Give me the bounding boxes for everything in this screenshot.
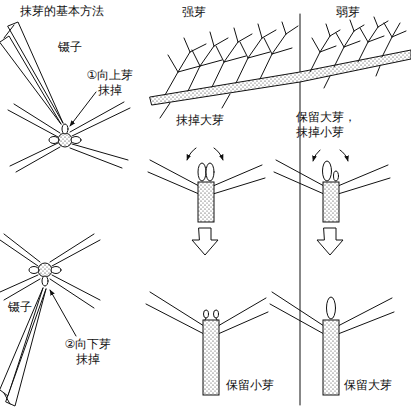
annotation-label: 弱芽 bbox=[336, 5, 366, 20]
strong-shoot-before bbox=[148, 148, 265, 222]
down-arrow bbox=[192, 228, 218, 255]
annotation-label: 镊子 bbox=[8, 300, 38, 315]
annotation-label: ②向下芽 抹掉 bbox=[62, 337, 114, 367]
down-arrow bbox=[317, 228, 343, 255]
weak-shoot-before bbox=[274, 150, 390, 222]
bud-cluster-bottom bbox=[0, 234, 100, 308]
annotation-label: 保留大芽 bbox=[344, 378, 400, 393]
tweezers-top bbox=[0, 22, 63, 124]
annotation-label: 镊子 bbox=[58, 40, 88, 55]
tweezers-bottom bbox=[0, 288, 46, 406]
title-text: 抹芽的基本方法 bbox=[20, 4, 120, 19]
annotation-label: 保留大芽， 抹掉小芽 bbox=[296, 110, 360, 140]
leader-arrow bbox=[70, 92, 96, 126]
bud-cluster-top bbox=[8, 102, 130, 172]
annotation-label: 抹掉大芽 bbox=[176, 113, 232, 128]
annotation-label: 保留小芽 bbox=[226, 378, 282, 393]
annotation-label: 强芽 bbox=[182, 5, 212, 20]
leader-arrow bbox=[50, 290, 76, 336]
annotation-label: ①向上芽 抹掉 bbox=[84, 68, 136, 98]
branch-drawing bbox=[150, 17, 411, 118]
